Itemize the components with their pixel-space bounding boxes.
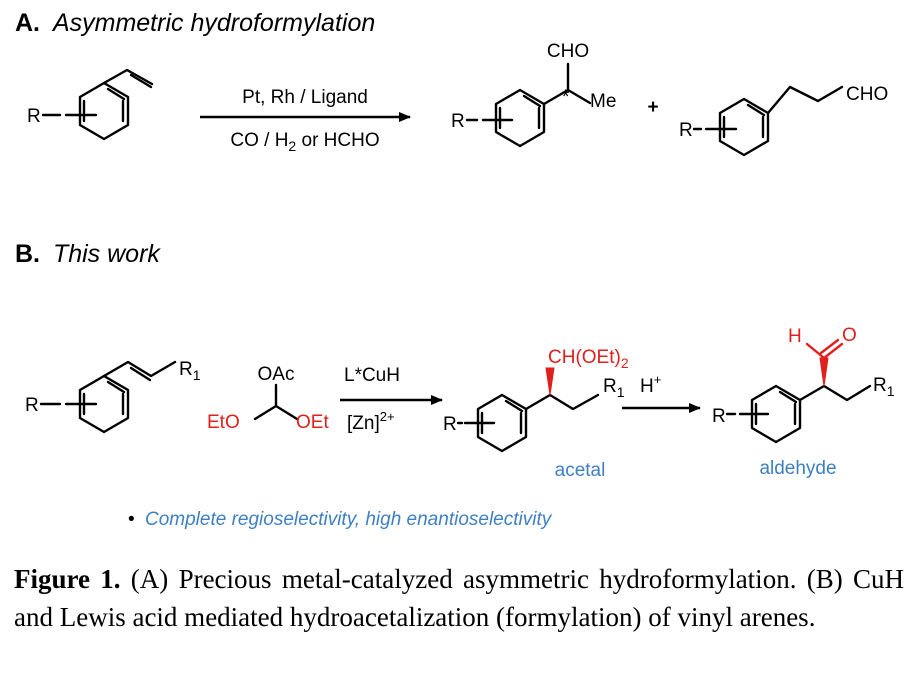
acetal-caption: acetal — [555, 460, 606, 481]
stereocenter-star: * — [562, 87, 570, 108]
arrow-b1-conditions-bottom: [Zn]2+ — [347, 409, 395, 434]
panel-a-letter: A. — [15, 9, 40, 37]
acetal-product-molecule: CH(OEt)2 R1 R acetal — [443, 347, 629, 481]
caption-label: Figure 1. — [14, 564, 121, 594]
panel-b: B. This work R1 R OAc EtO OEt — [15, 240, 895, 530]
branched-aldehyde-molecule: CHO * Me R — [451, 41, 616, 148]
styrene-molecule: R — [27, 68, 154, 141]
branched-me-label: Me — [590, 91, 616, 112]
arrow-a-conditions-top: Pt, Rh / Ligand — [242, 87, 368, 108]
linear-aldehyde-molecule: CHO R — [679, 84, 888, 157]
acetal-r-label: R — [443, 414, 457, 435]
panel-b-heading: B. This work — [15, 240, 161, 268]
caption-text: (A) Precious metal-catalyzed asymmetric … — [14, 564, 904, 632]
highlight-text: Complete regioselectivity, high enantios… — [145, 509, 553, 530]
panel-a: A. Asymmetric hydroformylation R Pt, Rh … — [15, 9, 888, 157]
panel-a-title: Asymmetric hydroformylation — [51, 9, 375, 37]
orthoester-reagent: OAc EtO OEt — [207, 364, 329, 433]
acid-reagent-label: H+ — [640, 372, 661, 397]
reaction-arrow-a: Pt, Rh / Ligand CO / H2 or HCHO — [200, 87, 411, 154]
aldehyde-o-label: O — [842, 325, 857, 346]
acetal-group-label: CH(OEt)2 — [548, 347, 629, 371]
reaction-arrow-b2: H+ — [622, 372, 701, 413]
alkene-r1-label: R1 — [179, 359, 201, 383]
aldehyde-h-label: H — [788, 326, 802, 347]
alkene-molecule: R1 R — [25, 359, 201, 434]
alkene-r-label: R — [25, 395, 39, 416]
panel-b-title: This work — [53, 240, 161, 268]
linear-cho-label: CHO — [846, 84, 888, 105]
arrow-b1-conditions-top: L*CuH — [344, 365, 400, 386]
linear-r-label: R — [679, 120, 693, 141]
figure-caption: Figure 1. (A) Precious metal-catalyzed a… — [14, 560, 904, 636]
plus-sign: + — [647, 97, 658, 118]
arrow-a-conditions-bottom: CO / H2 or HCHO — [230, 130, 379, 154]
aldehyde-product-molecule: H O R1 R aldehyde — [712, 325, 895, 479]
panel-b-letter: B. — [15, 240, 40, 268]
reagent-eto-label: EtO — [207, 412, 240, 433]
aldehyde-caption: aldehyde — [759, 458, 836, 479]
reaction-arrow-b1: L*CuH [Zn]2+ — [340, 365, 443, 434]
panel-a-heading: A. Asymmetric hydroformylation — [15, 9, 375, 37]
highlight-bullet: • — [128, 509, 135, 530]
branched-r-label: R — [451, 111, 465, 132]
reagent-oet-label: OEt — [296, 412, 329, 433]
aldehyde-r1-label: R1 — [873, 375, 895, 399]
aldehyde-r-label: R — [712, 406, 726, 427]
acetal-r1-label: R1 — [603, 376, 625, 400]
reagent-oac-label: OAc — [258, 364, 295, 385]
styrene-r-label: R — [27, 106, 41, 127]
reaction-scheme: A. Asymmetric hydroformylation R Pt, Rh … — [15, 9, 895, 530]
branched-cho-label: CHO — [547, 41, 589, 62]
